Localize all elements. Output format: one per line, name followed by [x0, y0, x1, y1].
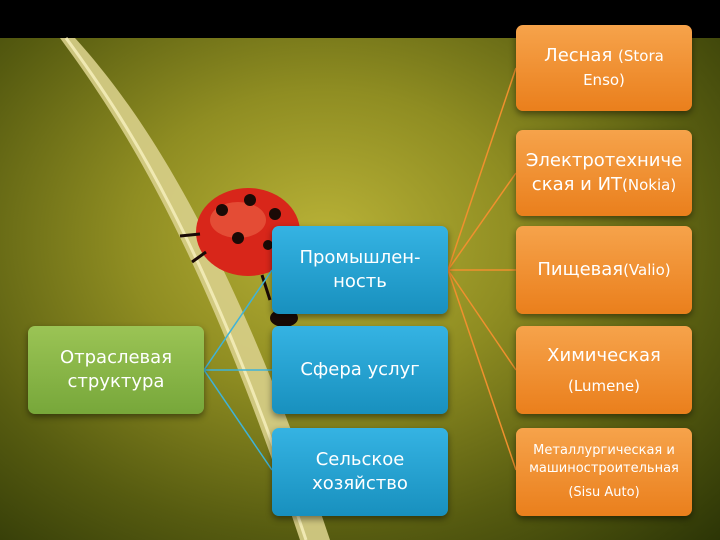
industry-name: Химическая	[547, 345, 661, 366]
stem-highlight	[64, 37, 308, 540]
sector-services: Сфера услуг	[272, 326, 448, 414]
industry-name: Электротехниче ская и ИТ	[525, 150, 683, 195]
sector-connectors	[447, 67, 517, 471]
sector-label: Промышлен-ность	[299, 247, 421, 292]
industry-chemical: Химическая (Lumene)	[516, 326, 692, 414]
industry-company: (Sisu Auto)	[568, 485, 640, 500]
industry-name: Металлургическая и машиностроительная	[529, 443, 679, 476]
industry-company: (Valio)	[623, 261, 671, 279]
sector-label: Сфера услуг	[300, 359, 420, 380]
industry-metallurgy-machinery: Металлургическая и машиностроительная (S…	[516, 428, 692, 516]
sector-label: Сельское хозяйство	[312, 449, 408, 494]
root-label: Отраслевая структура	[59, 347, 173, 392]
industry-food: Пищевая(Valio)	[516, 226, 692, 314]
industry-forest: Лесная (Stora Enso)	[516, 25, 692, 111]
root-connectors	[203, 269, 273, 471]
industry-company: (Nokia)	[622, 176, 677, 194]
sector-agriculture: Сельское хозяйство	[272, 428, 448, 516]
sector-industry: Промышлен-ность	[272, 226, 448, 314]
industry-name: Лесная	[544, 45, 613, 66]
industry-company: (Lumene)	[568, 377, 640, 395]
industry-name: Пищевая	[537, 259, 624, 280]
root-node: Отраслевая структура	[28, 326, 204, 414]
industry-company: (Stora Enso)	[583, 47, 664, 89]
industry-electrotech-it: Электротехниче ская и ИТ(Nokia)	[516, 130, 692, 216]
ladybug-legs	[179, 232, 302, 301]
